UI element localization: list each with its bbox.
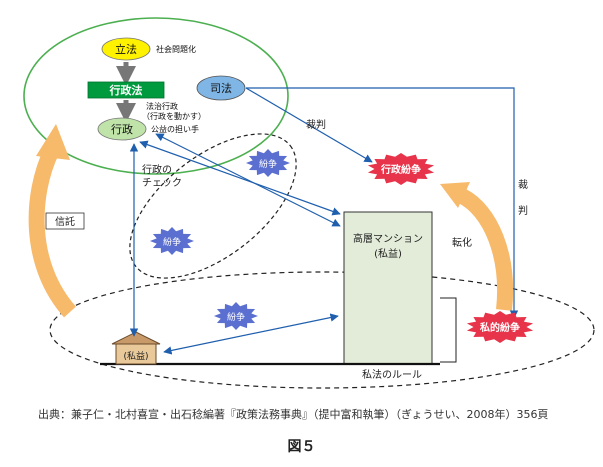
arrow-house-building <box>163 313 339 355</box>
arrow-gyosei-building-2 <box>155 133 341 227</box>
note-hochi-1: 法治行政 <box>146 101 178 111</box>
trust-arrow <box>28 146 77 318</box>
house-roof <box>111 331 161 345</box>
svg-text:行政紛争: 行政紛争 <box>380 163 421 176</box>
node-shiho <box>196 75 246 101</box>
dispute-burst-3: 紛争 <box>214 302 258 330</box>
conversion-arrow <box>457 188 513 311</box>
note-hochi-2: （行政を動かす） <box>142 111 206 121</box>
label-saiban-1: 裁判 <box>306 118 326 131</box>
node-gyoseiho <box>87 81 165 99</box>
house-label: (私益) <box>123 350 148 362</box>
building-label-1: 高層マンション <box>353 232 423 245</box>
shintaku-box <box>45 212 85 230</box>
arrow-shiho-to-shiteki-funso <box>246 87 519 319</box>
trust-arrowhead <box>36 124 70 160</box>
note-public: 公益の担い手 <box>151 124 199 134</box>
figure-label: 図５ <box>287 439 316 455</box>
gyosei-funso-burst: 行政紛争 <box>367 153 435 185</box>
node-gyosei-label: 行政 <box>111 122 133 136</box>
private-sphere <box>49 271 595 389</box>
svg-text:紛争: 紛争 <box>163 236 181 248</box>
label-saiban-2b: 判 <box>518 205 528 217</box>
node-gyosei <box>97 117 147 141</box>
bracket <box>440 297 457 363</box>
building <box>343 211 433 365</box>
svg-text:私的紛争: 私的紛争 <box>479 321 520 334</box>
node-gyoseiho-label: 行政法 <box>109 83 143 97</box>
house <box>115 343 157 365</box>
node-rippo-label: 立法 <box>115 42 137 56</box>
caption: 出典：兼子仁・北村喜宣・出石稔編著『政策法務事典』（提中富和執筆）（ぎょうせい、… <box>38 408 549 421</box>
node-rippo <box>101 37 151 61</box>
shiteki-funso-burst: 私的紛争 <box>466 311 534 343</box>
svg-text:紛争: 紛争 <box>259 158 277 170</box>
svg-text:紛争: 紛争 <box>227 311 245 323</box>
label-private-law: 私法のルール <box>362 368 422 381</box>
arrow-shiho-to-gyosei-funso <box>245 87 373 163</box>
note-social: 社会問題化 <box>156 44 196 54</box>
dispute-burst-2: 紛争 <box>150 227 194 255</box>
node-shiho-label: 司法 <box>210 81 232 95</box>
building-label-2: (私益) <box>374 247 402 260</box>
label-saiban-2a: 裁 <box>518 178 528 191</box>
label-check-2: チェック <box>142 177 182 189</box>
dispute-burst-1: 紛争 <box>246 149 290 177</box>
label-check-1: 行政の <box>142 163 172 176</box>
conversion-arrowhead <box>440 182 470 208</box>
label-shintaku: 信託 <box>55 215 75 228</box>
label-tenka: 転化 <box>452 236 472 249</box>
